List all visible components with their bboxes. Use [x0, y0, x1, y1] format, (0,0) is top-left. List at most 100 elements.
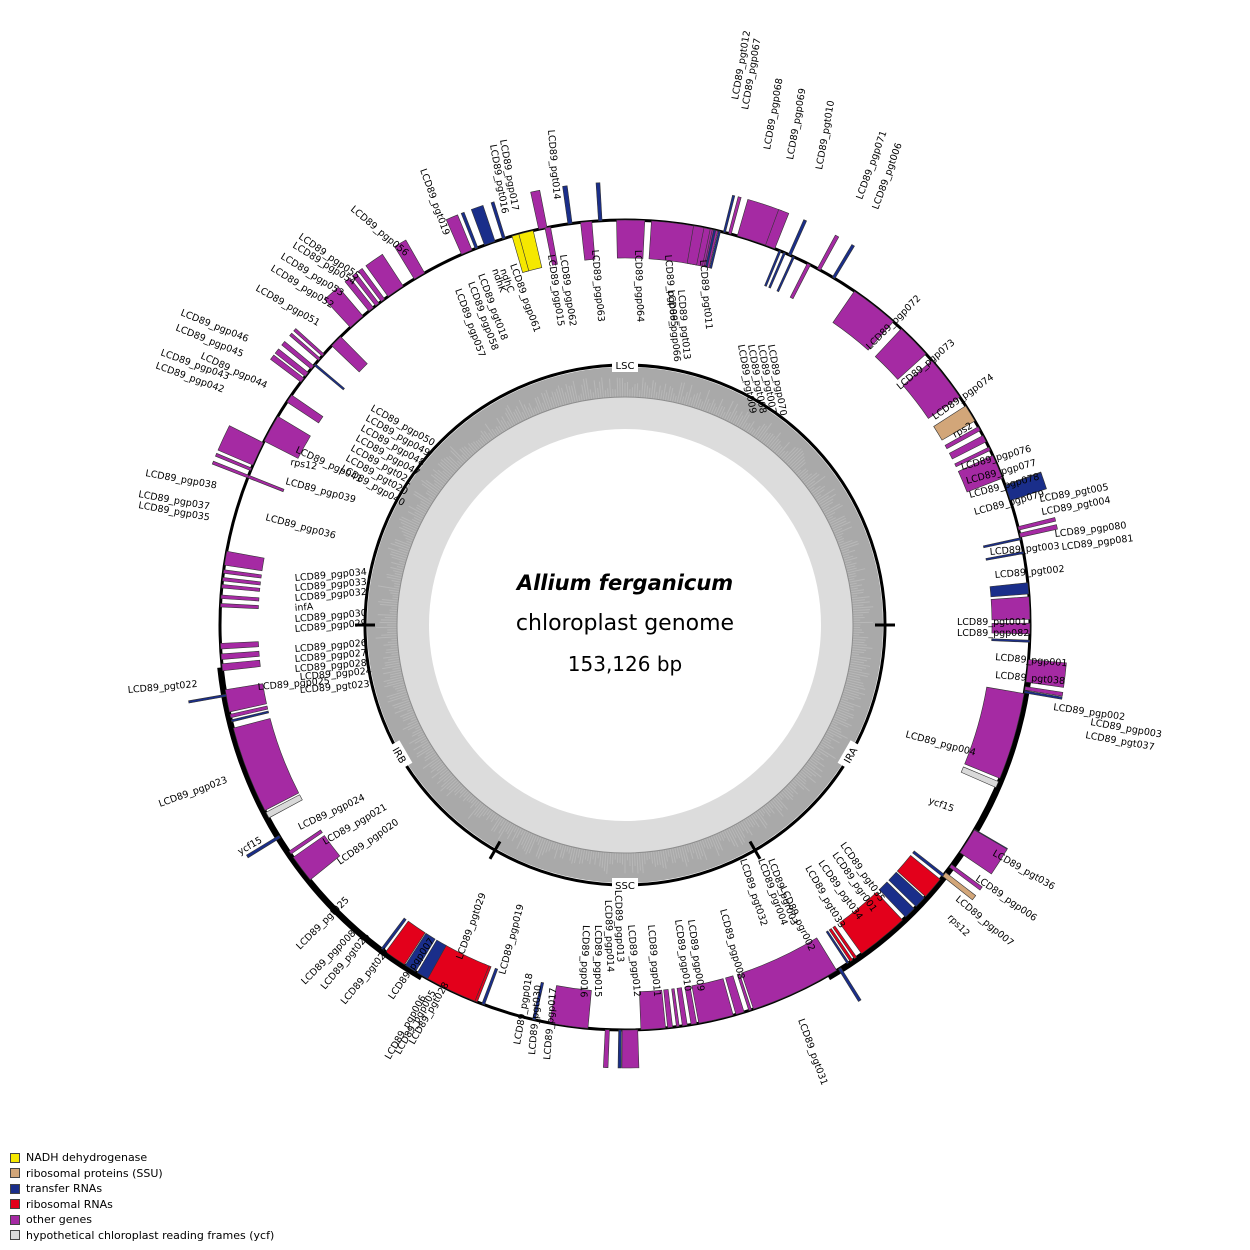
gc-spike — [416, 744, 432, 755]
gc-spike — [433, 479, 444, 488]
gene-label: LCD89_pgp064 — [632, 250, 646, 323]
gc-spike — [392, 699, 410, 707]
gc-spike — [850, 589, 865, 593]
gc-spike — [407, 723, 420, 731]
gene-block — [985, 551, 1025, 561]
gc-spike — [413, 740, 430, 751]
gc-spike — [706, 837, 712, 849]
gc-spike — [803, 766, 817, 777]
gc-spike — [655, 391, 658, 400]
gc-spike — [657, 850, 661, 865]
gc-spike — [551, 841, 556, 850]
gene-block — [603, 1029, 610, 1068]
gc-spike — [378, 601, 399, 605]
gene-block — [530, 189, 548, 230]
gc-spike — [466, 794, 473, 801]
gene-block — [722, 194, 736, 234]
gc-spike — [807, 760, 823, 772]
gc-spike — [848, 667, 863, 671]
gc-spike — [393, 570, 404, 574]
gc-spike — [827, 517, 836, 522]
gc-spike — [822, 738, 831, 745]
gc-spike — [422, 756, 440, 769]
gc-spike — [690, 843, 695, 854]
gc-spike — [732, 825, 744, 845]
gc-spike — [789, 453, 805, 468]
gene-block — [902, 360, 961, 419]
gc-spike — [585, 378, 590, 400]
gc-spike — [645, 851, 648, 861]
gc-spike — [846, 567, 857, 572]
gc-spike — [839, 540, 858, 549]
gc-spike — [846, 568, 866, 574]
gc-spike — [835, 535, 843, 540]
gc-spike — [725, 411, 732, 422]
gene-block — [991, 622, 1031, 635]
gc-spike — [516, 830, 527, 850]
gc-spike — [847, 674, 860, 678]
gc-spike — [448, 456, 461, 468]
gc-spike — [683, 391, 688, 405]
gc-spike — [766, 435, 776, 447]
gene-block — [1024, 686, 1064, 697]
gene-block — [616, 219, 646, 259]
gc-spike — [818, 744, 825, 749]
gc-spike — [806, 480, 816, 488]
region-boundary-tick — [488, 840, 502, 860]
gc-spike — [851, 653, 860, 656]
gc-spike — [847, 572, 856, 576]
gc-spike — [415, 725, 422, 730]
gc-spike — [730, 410, 738, 424]
gc-spike — [784, 787, 794, 798]
gc-spike — [823, 736, 832, 742]
gc-spike — [405, 537, 414, 542]
gc-spike — [597, 851, 600, 859]
gc-spike — [833, 717, 852, 727]
gene-label: LCD89_pgp061 — [507, 262, 542, 334]
gc-spike — [518, 399, 529, 419]
gc-spike — [744, 422, 751, 432]
gc-midline — [396, 396, 854, 854]
gene-block — [385, 920, 426, 966]
gene-block — [229, 705, 269, 719]
gc-spike — [416, 507, 427, 514]
gene-label: LCD89_pgp015 — [592, 925, 603, 997]
gc-spike — [386, 573, 403, 579]
gc-spike — [771, 798, 783, 811]
gc-spike — [554, 842, 558, 850]
gc-spike — [798, 469, 809, 479]
legend-item: hypothetical chloroplast reading frames … — [10, 1228, 274, 1244]
gc-spike — [386, 576, 402, 581]
gc-spike — [571, 847, 576, 864]
gc-spike — [399, 704, 412, 710]
gc-spike — [795, 775, 806, 785]
gene-block — [274, 348, 309, 377]
gc-spike — [806, 762, 816, 770]
gene-block — [220, 603, 259, 609]
gc-spike — [834, 712, 849, 720]
gc-spike — [678, 846, 684, 862]
gc-spike — [701, 839, 706, 848]
gc-spike — [537, 838, 546, 859]
gc-spike — [406, 540, 413, 544]
gc-spike — [434, 473, 447, 484]
gc-spike — [391, 561, 405, 567]
gc-spike — [601, 377, 605, 399]
gc-spike — [462, 792, 472, 802]
gc-spike — [845, 562, 857, 567]
gc-spike — [413, 517, 423, 522]
gc-spike — [699, 401, 704, 410]
legend-item: transfer RNAs — [10, 1181, 274, 1197]
gene-block — [874, 328, 927, 380]
gc-spike — [401, 530, 416, 538]
gc-spike — [842, 554, 850, 558]
gene-label: LCD89_pgp011 — [645, 924, 662, 997]
gc-spike — [390, 645, 399, 648]
gc-spike — [740, 820, 749, 834]
gc-spike — [704, 398, 710, 412]
gc-spike — [648, 851, 651, 860]
gc-spike — [762, 432, 772, 444]
gc-spike — [797, 773, 807, 782]
gc-spike — [432, 469, 449, 482]
gc-spike — [797, 468, 807, 477]
